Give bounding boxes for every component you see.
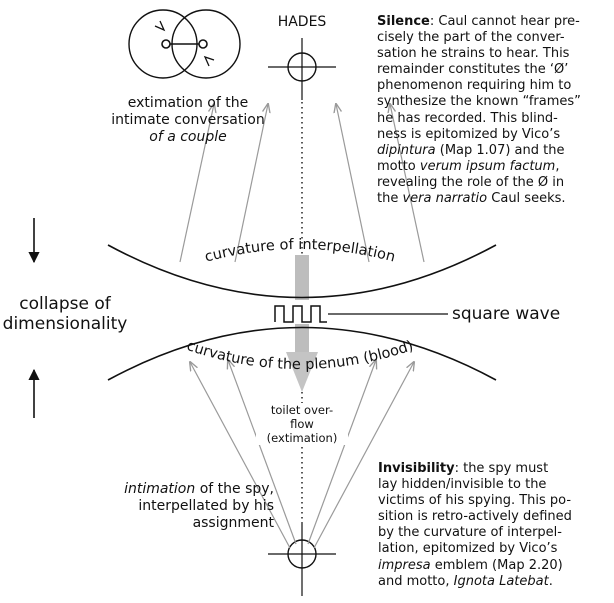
curvature-plenum-line <box>107 326 497 381</box>
couple-line-2: intimate conversation <box>111 112 265 128</box>
invisibility-text: sition is retro-actively defined <box>378 509 572 525</box>
spy-line-3: assignment <box>192 515 274 531</box>
silence-text: Caul seeks. <box>487 191 566 207</box>
invisibility-text: Ignota Latebat <box>453 573 549 589</box>
invisibility-text: : the spy must <box>454 461 549 476</box>
silence-title: Silence <box>377 14 430 29</box>
invisibility-text: lay hidden/invisible to the <box>378 477 547 493</box>
hades-crosshair-icon <box>268 38 336 100</box>
invisibility-text: impresa <box>378 557 431 573</box>
silence-text: : Caul cannot hear pre- <box>429 14 580 29</box>
gray-arrows-lower <box>190 360 414 549</box>
toilet-line-3: (extimation) <box>266 431 338 445</box>
toilet-line-1: toilet over- <box>270 403 334 417</box>
collapse-line-2: dimensionality <box>2 314 128 334</box>
spy-line-1: of the spy, <box>195 481 274 497</box>
square-wave-label: square wave <box>452 304 561 324</box>
invisibility-text: by the curvature of interpel- <box>378 525 562 541</box>
hades-label: HADES <box>277 14 327 30</box>
silence-text: (Map 1.07) and the <box>435 142 565 158</box>
silence-text: revealing the role of the Ø in <box>377 174 565 190</box>
silence-text: phenomenon requiring him to <box>377 78 572 94</box>
toilet-line-2: flow <box>290 417 314 431</box>
invisibility-text: . <box>548 573 553 589</box>
silence-text: dipintura <box>377 142 436 158</box>
couple-caption: extimation of the intimate conversation … <box>93 95 283 146</box>
invisibility-text: victims of his spying. This po- <box>378 493 572 509</box>
silence-text: motto <box>377 158 420 174</box>
invisibility-text: lation, epitomized by Vico’s <box>378 541 558 557</box>
silence-text: remainder constitutes the ‘Ø’ <box>377 62 569 78</box>
silence-text: , <box>555 158 560 174</box>
invisibility-text: and motto, <box>378 573 454 589</box>
gray-arrows-upper <box>179 104 425 263</box>
curvature-interpellation-line <box>107 244 497 299</box>
couple-symbol-icon <box>128 9 241 79</box>
silence-text: cisely the part of the conver- <box>377 30 565 46</box>
invisibility-text: emblem (Map 2.20) <box>430 557 563 573</box>
spy-crosshair-icon <box>268 522 336 596</box>
silence-text: verum ipsum factum <box>419 158 556 174</box>
invisibility-title: Invisibility <box>378 461 455 476</box>
silence-text: sation he strains to hear. This <box>377 46 570 62</box>
silence-paragraph: Silence: Caul cannot hear pre- cisely th… <box>377 14 609 207</box>
collapse-line-1: collapse of <box>19 294 111 314</box>
silence-text: synthesize the known “frames” <box>377 94 581 110</box>
spy-line-1-em: intimation <box>124 481 196 497</box>
spy-line-2: interpellated by his <box>138 498 274 514</box>
couple-line-3: of a couple <box>149 129 227 145</box>
silence-text: ness is epitomized by Vico’s <box>377 126 561 142</box>
silence-text: he has recorded. This blind- <box>377 110 558 126</box>
invisibility-paragraph: Invisibility: the spy must lay hidden/in… <box>378 461 608 590</box>
silence-text: the <box>377 191 403 207</box>
square-wave-icon <box>270 300 448 324</box>
spy-caption: intimation of the spy, interpellated by … <box>94 481 274 532</box>
toilet-overflow-label: toilet over- flow (extimation) <box>256 403 348 445</box>
silence-text: vera narratio <box>402 191 488 207</box>
collapse-label: collapse of dimensionality <box>0 294 130 334</box>
couple-line-1: extimation of the <box>127 95 249 111</box>
